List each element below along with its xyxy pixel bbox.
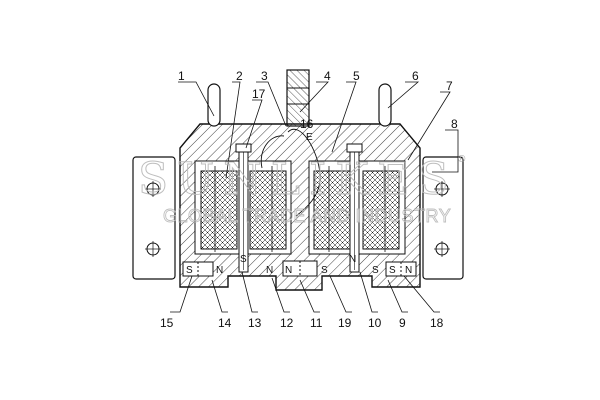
bobbin — [214, 166, 386, 252]
watermark-brand: SUNLIKES — [138, 154, 457, 205]
core-left — [235, 143, 252, 273]
lead-wire — [287, 129, 321, 217]
watermark: SUNLIKES ® GLOBAL TRADE AND INDUSTRY — [138, 154, 467, 227]
magnet-block-left-outer — [182, 261, 214, 277]
part-label-16: 16 — [300, 117, 314, 131]
part-label-17: 17 — [252, 87, 266, 101]
pole-label: S — [389, 265, 396, 276]
pole-label: N — [285, 265, 292, 276]
watermark-registered: ® — [458, 154, 466, 165]
bolt-hole-icon — [434, 181, 450, 197]
pole-label: S — [372, 265, 379, 276]
part-label-3: 3 — [261, 69, 268, 83]
part-label-19: 19 — [338, 316, 352, 330]
leader-lines — [170, 81, 459, 313]
part-label-6: 6 — [412, 69, 419, 83]
part-label-12: 12 — [280, 316, 294, 330]
part-label-8: 8 — [451, 117, 458, 131]
pole-label: N — [266, 265, 273, 276]
magnet-block-right-outer — [385, 261, 417, 277]
pole-label: S — [321, 265, 328, 276]
part-label-5: 5 — [353, 69, 360, 83]
part-label-1: 1 — [178, 69, 185, 83]
bolt-hole-icon — [434, 241, 450, 257]
bolt-hole-icon — [145, 241, 161, 257]
part-label-7: 7 — [446, 79, 453, 93]
pole-label: N — [349, 254, 356, 265]
part-label-9: 9 — [399, 316, 406, 330]
part-label-4: 4 — [324, 69, 331, 83]
pole-label: N — [216, 265, 223, 276]
part-label-15: 15 — [160, 316, 174, 330]
inlet-pipe — [286, 69, 310, 127]
magnet-block-center — [282, 260, 318, 277]
pole-label: S — [186, 265, 193, 276]
watermark-tagline: GLOBAL TRADE AND INDUSTRY — [163, 206, 451, 226]
pipe-mark: E — [306, 132, 313, 143]
part-label-14: 14 — [218, 316, 232, 330]
coil-winding-right — [313, 170, 400, 250]
core-right — [346, 143, 363, 273]
part-label-11: 11 — [310, 316, 323, 330]
terminal-post-left — [207, 83, 221, 127]
bolt-hole-icon — [145, 181, 161, 197]
mounting-plate-left — [132, 156, 176, 280]
lead-wire — [260, 135, 285, 169]
mounting-plate-right — [422, 156, 464, 280]
part-label-10: 10 — [368, 316, 382, 330]
coil-winding-left — [200, 170, 287, 250]
part-label-2: 2 — [236, 69, 243, 83]
pole-label: S — [240, 254, 247, 265]
part-label-13: 13 — [248, 316, 262, 330]
terminal-post-right — [378, 83, 392, 127]
pole-label: N — [405, 265, 412, 276]
part-label-18: 18 — [430, 316, 444, 330]
